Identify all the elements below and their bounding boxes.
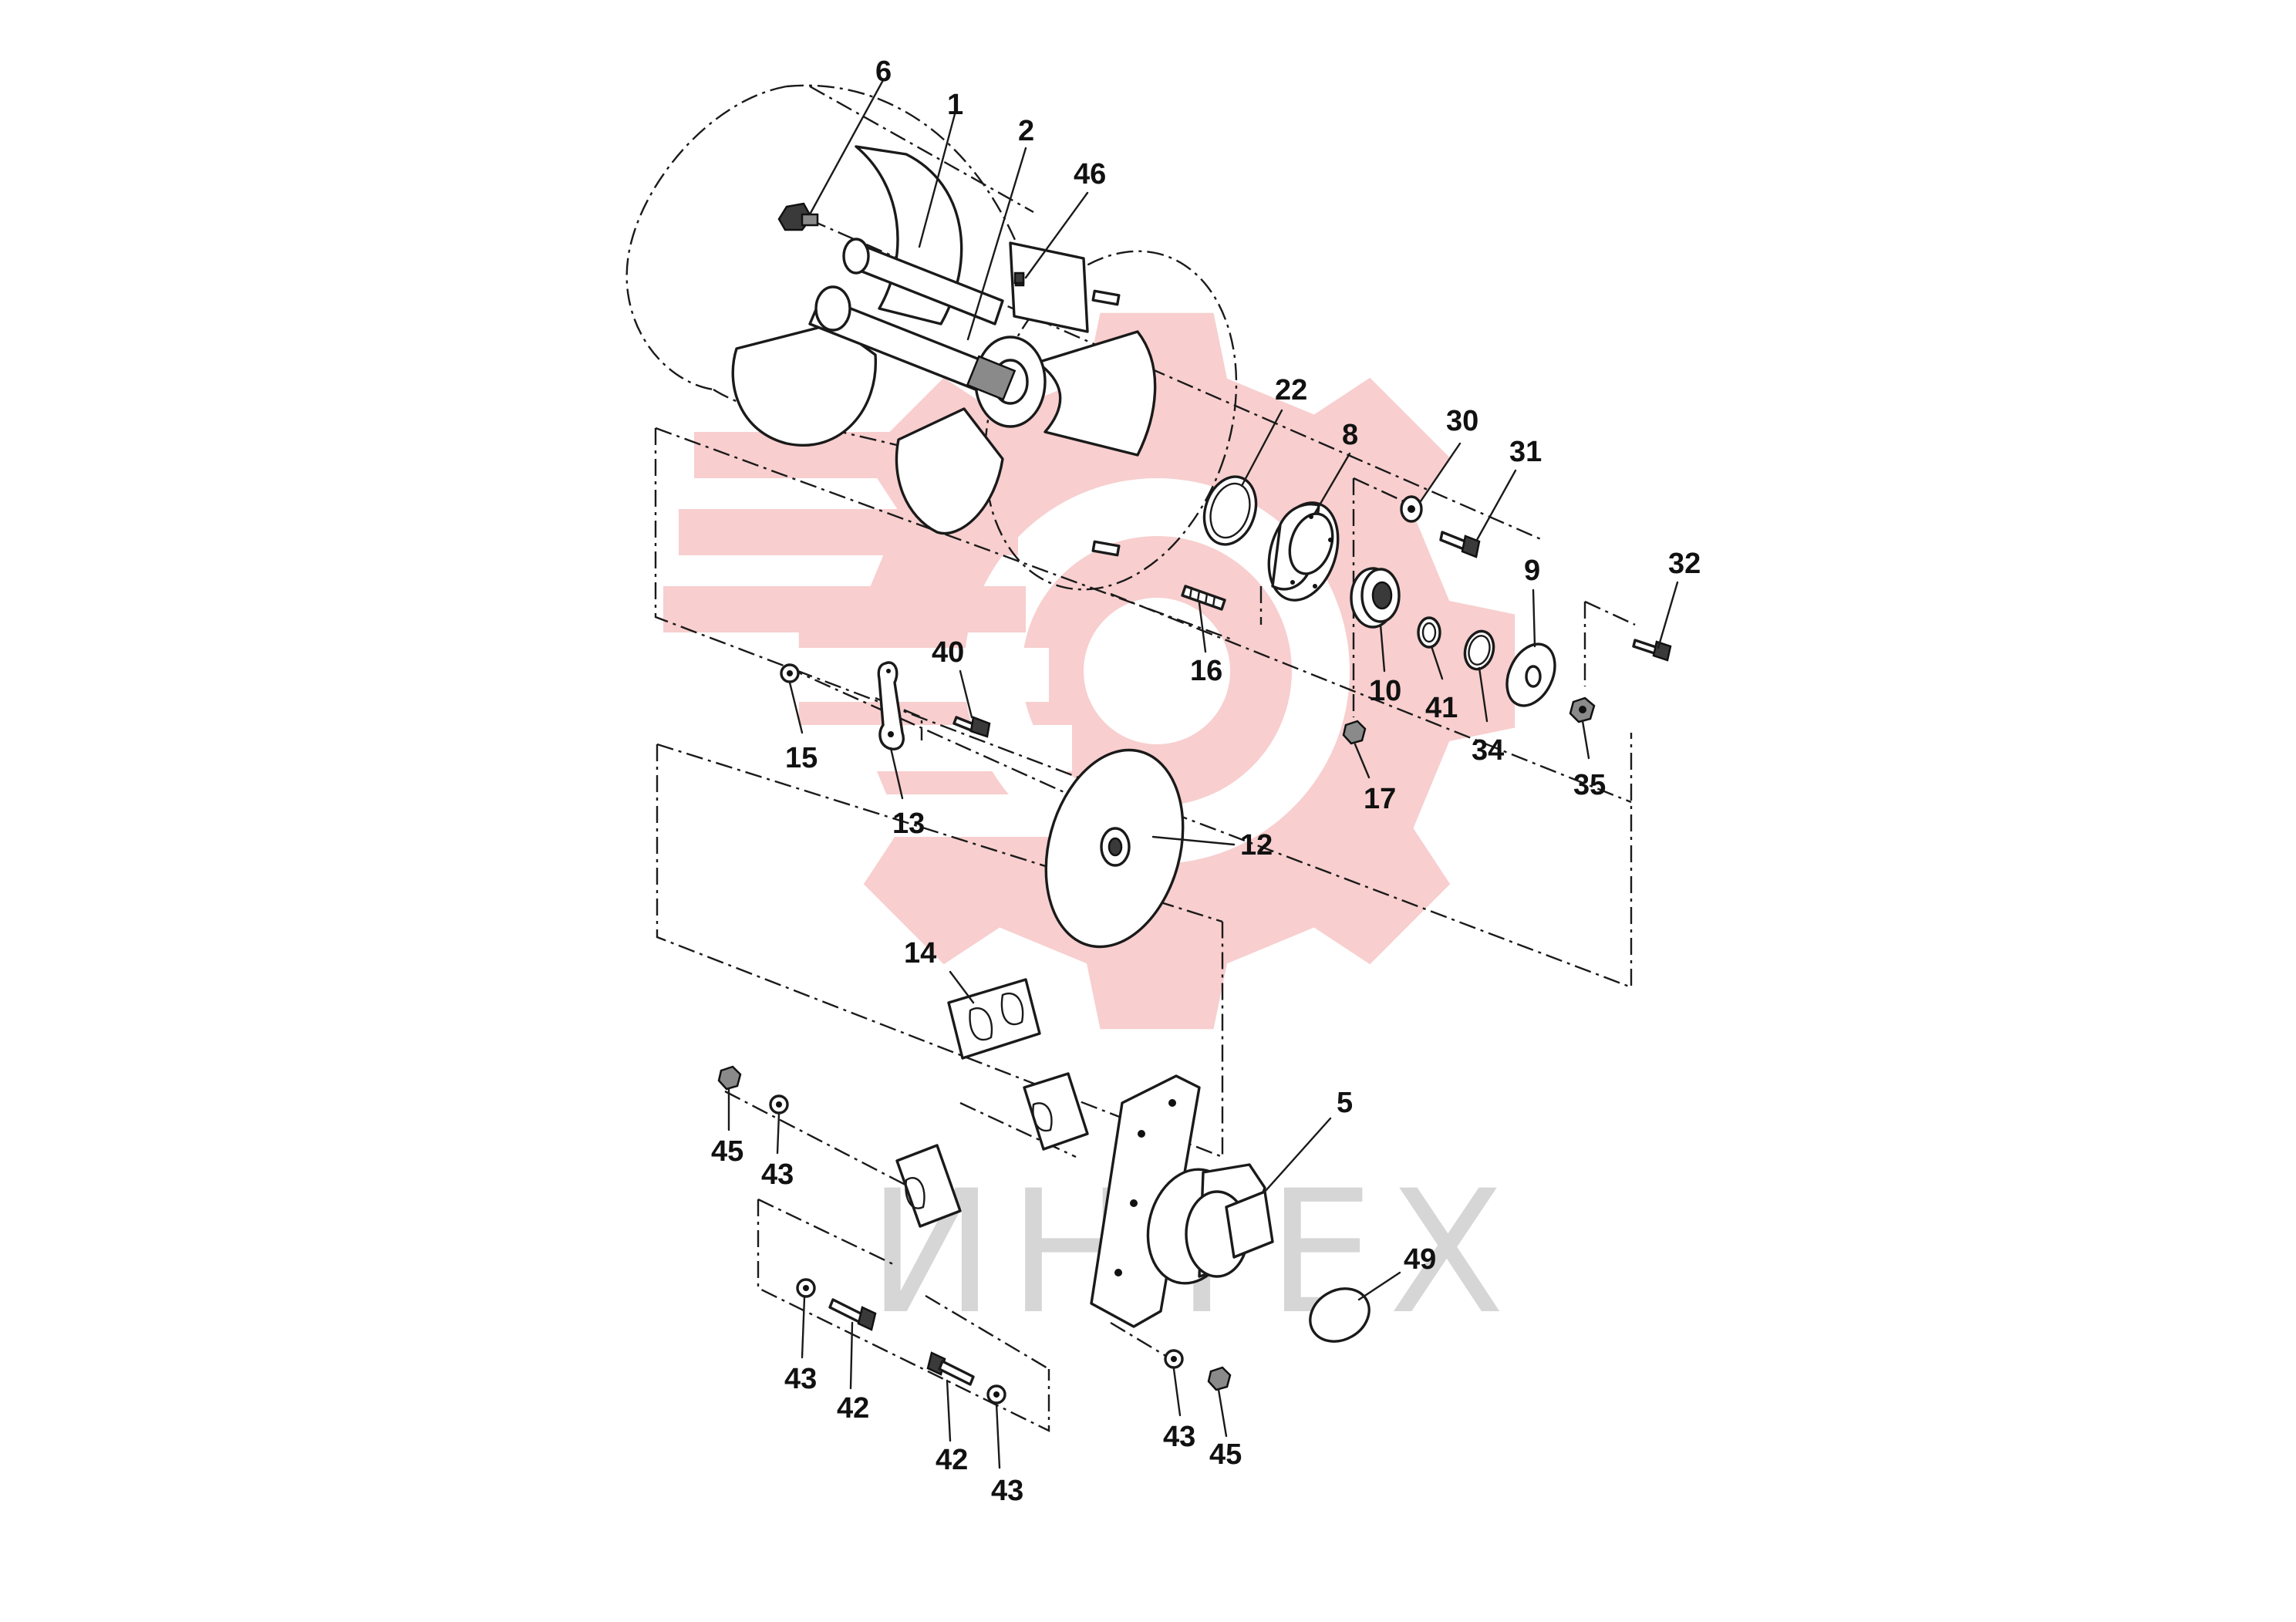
callout-labels: 6 1 2 46 22 8 30 31 32 9 40 16 10 41 34 …	[711, 56, 1701, 1507]
callout-42-bottom: 42	[936, 1444, 968, 1476]
callout-14: 14	[904, 937, 936, 969]
part-40-bolt-icon	[952, 716, 991, 738]
callout-5: 5	[1337, 1087, 1353, 1119]
callout-6: 6	[875, 56, 892, 88]
callout-49: 49	[1404, 1243, 1436, 1276]
callout-42-lower: 42	[837, 1392, 869, 1425]
part-13-arm-icon	[877, 661, 905, 750]
part-22-gasket-icon	[1202, 475, 1258, 546]
part-5-caliper-bracket-icon	[1090, 1074, 1274, 1328]
callout-2: 2	[1018, 115, 1034, 147]
callout-45-right: 45	[1209, 1438, 1242, 1471]
part-9-cover-plate-icon	[1505, 642, 1556, 707]
callout-45-left: 45	[711, 1135, 743, 1168]
callout-32: 32	[1668, 548, 1701, 580]
part-15-washer-icon	[780, 663, 800, 683]
part-12-disc-icon	[1044, 748, 1185, 949]
callout-43-right: 43	[1163, 1421, 1195, 1453]
leader-lines	[727, 79, 1679, 1469]
part-49-seal-icon	[1309, 1287, 1371, 1343]
callout-43-left: 43	[761, 1158, 794, 1191]
part-6-fitting-icon	[777, 202, 819, 231]
callout-35: 35	[1573, 769, 1606, 801]
callout-12: 12	[1240, 829, 1273, 862]
callout-31: 31	[1509, 436, 1542, 468]
bottom-fasteners-icon	[717, 1065, 1232, 1404]
part-34-o-ring-icon	[1463, 629, 1495, 671]
part-14-brake-pad-icon	[947, 978, 1041, 1060]
callout-43-bottom: 43	[991, 1475, 1023, 1507]
part-35-nut-icon	[1569, 696, 1596, 723]
callout-13: 13	[892, 808, 925, 840]
part-46-pin-icon	[1013, 271, 1025, 285]
brake-pad-pair-icon	[895, 1072, 1089, 1228]
callout-9: 9	[1524, 555, 1540, 587]
part-31-bolt-icon	[1439, 531, 1481, 558]
callout-1: 1	[947, 89, 963, 121]
part-10-bearing-icon	[1350, 567, 1401, 629]
callout-46: 46	[1074, 158, 1106, 191]
callout-34: 34	[1472, 734, 1504, 767]
callout-10: 10	[1369, 675, 1401, 707]
callout-41: 41	[1425, 692, 1458, 724]
part-41-snap-ring-icon	[1417, 616, 1441, 649]
callout-15: 15	[785, 742, 818, 774]
callout-40: 40	[932, 636, 964, 669]
part-32-bolt-icon	[1632, 639, 1672, 662]
part-30-washer-icon	[1400, 495, 1423, 523]
callout-43-lower: 43	[784, 1363, 817, 1395]
callout-30: 30	[1446, 405, 1478, 437]
part-17-nut-icon	[1342, 720, 1367, 745]
callout-22: 22	[1275, 374, 1307, 406]
part-8-bearing-housing-icon	[1267, 501, 1340, 602]
callout-8: 8	[1342, 419, 1358, 451]
part-16-stud-icon	[1181, 585, 1226, 611]
callout-16: 16	[1190, 655, 1222, 687]
callout-17: 17	[1364, 783, 1396, 815]
